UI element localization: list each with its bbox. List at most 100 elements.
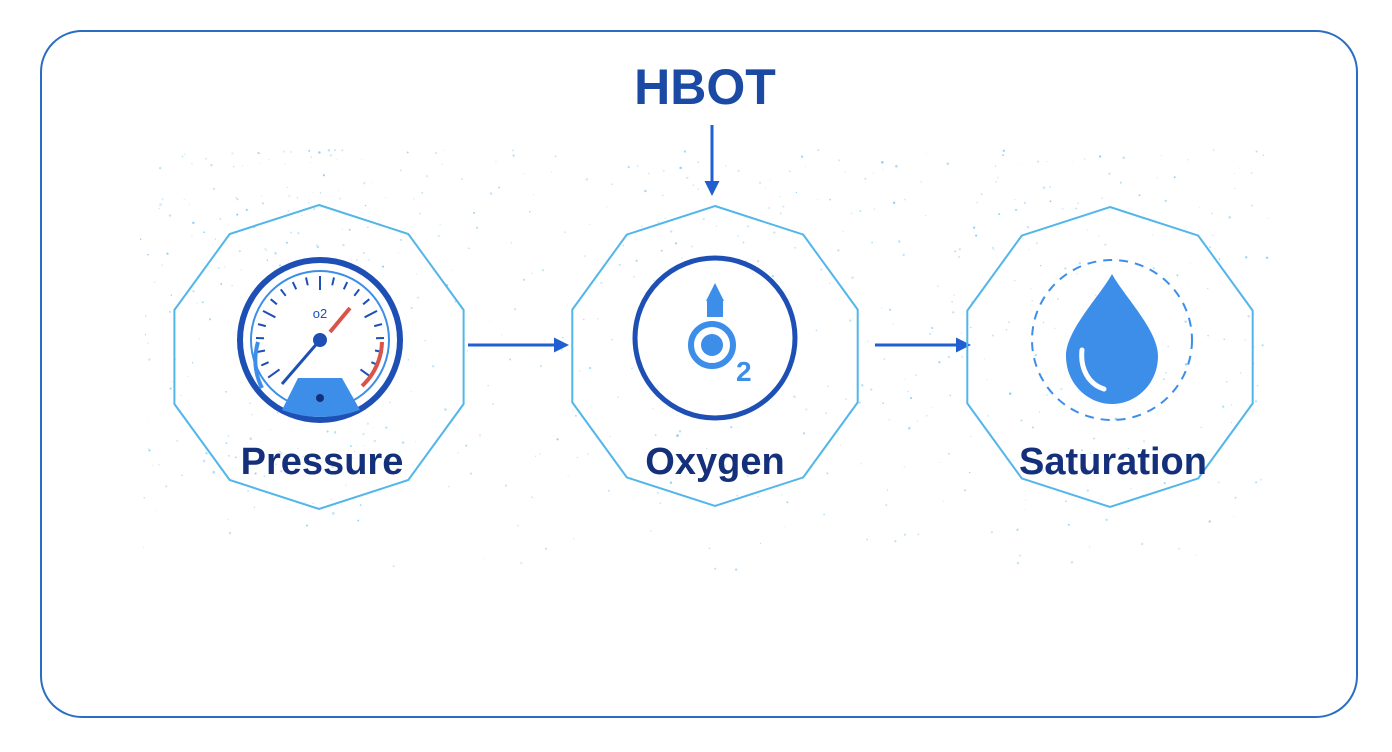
water-drop-icon <box>1031 259 1193 421</box>
speckle-dot <box>662 169 665 172</box>
speckle-dot <box>974 234 978 237</box>
speckle-dot <box>664 217 666 219</box>
speckle-dot <box>319 192 322 194</box>
speckle-dot <box>1057 298 1059 300</box>
speckle-dot <box>768 207 771 209</box>
speckle-dot <box>1230 421 1233 424</box>
speckle-dot <box>597 318 599 320</box>
speckle-dot <box>1228 216 1231 219</box>
speckle-dot <box>864 177 867 180</box>
speckle-dot <box>1020 419 1023 422</box>
speckle-dot <box>871 241 873 244</box>
speckle-dot <box>907 390 909 393</box>
speckle-dot <box>669 481 673 484</box>
speckle-dot <box>892 323 894 325</box>
speckle-dot <box>924 214 927 217</box>
speckle-dot <box>342 243 345 247</box>
speckle-dot <box>1176 274 1179 277</box>
speckle-dot <box>649 530 652 532</box>
speckle-dot <box>670 230 673 233</box>
speckle-dot <box>576 457 578 459</box>
speckle-dot <box>1255 150 1258 153</box>
speckle-dot <box>1233 172 1235 174</box>
o2-subscript-text: 2 <box>736 356 752 387</box>
speckle-dot <box>1108 172 1111 175</box>
speckle-dot <box>897 240 901 243</box>
speckle-dot <box>939 462 941 463</box>
speckle-dot <box>641 225 643 227</box>
speckle-dot <box>1093 437 1095 440</box>
speckle-dot <box>233 166 235 168</box>
speckle-dot <box>366 422 370 425</box>
speckle-dot <box>994 165 997 167</box>
speckle-dot <box>1078 262 1082 265</box>
speckle-dot <box>217 266 220 269</box>
speckle-dot <box>981 193 983 196</box>
speckle-dot <box>660 249 663 252</box>
speckle-dot <box>844 398 848 401</box>
speckle-dot <box>633 496 635 498</box>
speckle-dot <box>225 179 227 181</box>
speckle-dot <box>1100 197 1103 200</box>
speckle-dot <box>161 198 164 201</box>
speckle-dot <box>883 358 886 360</box>
speckle-dot <box>415 441 417 443</box>
speckle-dot <box>225 390 227 393</box>
speckle-dot <box>908 427 911 430</box>
speckle-dot <box>702 218 705 221</box>
gauge-tick <box>353 288 360 297</box>
speckle-dot <box>183 153 186 155</box>
speckle-dot <box>139 238 142 240</box>
speckle-dot <box>183 199 185 200</box>
speckle-dot <box>261 202 264 205</box>
speckle-dot <box>714 567 717 570</box>
speckle-dot <box>152 465 154 467</box>
speckle-dot <box>417 296 420 299</box>
speckle-dot <box>322 174 325 177</box>
speckle-dot <box>678 430 682 433</box>
speckle-dot <box>736 495 738 497</box>
speckle-dot <box>881 307 883 309</box>
speckle-dot <box>1211 212 1214 215</box>
speckle-dot <box>285 241 288 244</box>
speckle-dot <box>512 149 514 152</box>
speckle-dot <box>170 294 173 297</box>
speckle-dot <box>1008 321 1011 324</box>
speckle-dot <box>916 420 919 422</box>
speckle-dot <box>249 437 252 440</box>
speckle-dot <box>495 161 497 163</box>
speckle-dot <box>995 181 997 183</box>
speckle-dot <box>904 198 906 201</box>
speckle-dot <box>1234 187 1236 190</box>
speckle-dot <box>829 198 832 201</box>
speckle-dot <box>176 439 179 442</box>
speckle-dot <box>530 496 533 499</box>
speckle-dot <box>779 195 781 198</box>
speckle-dot <box>287 210 290 212</box>
speckle-dot <box>1217 481 1220 484</box>
speckle-dot <box>198 338 200 340</box>
speckle-dot <box>1039 264 1042 267</box>
speckle-dot <box>534 498 536 500</box>
speckle-dot <box>947 452 950 455</box>
speckle-dot <box>280 452 283 455</box>
speckle-dot <box>340 504 343 506</box>
speckle-dot <box>627 165 630 169</box>
speckle-dot <box>472 211 476 214</box>
speckle-dot <box>258 162 260 164</box>
speckle-dot <box>681 257 683 259</box>
speckle-dot <box>587 452 590 455</box>
speckle-dot <box>964 489 966 492</box>
oxygen-label: Oxygen <box>645 441 784 483</box>
speckle-dot <box>1196 554 1198 556</box>
speckle-dot <box>1207 334 1209 337</box>
speckle-dot <box>219 218 222 220</box>
speckle-dot <box>399 169 402 172</box>
speckle-dot <box>224 266 226 268</box>
speckle-dot <box>737 169 740 172</box>
speckle-dot <box>820 268 823 271</box>
speckle-dot <box>567 475 569 477</box>
speckle-dot <box>1200 426 1202 429</box>
speckle-dot <box>1265 256 1269 259</box>
speckle-dot <box>1071 161 1073 163</box>
